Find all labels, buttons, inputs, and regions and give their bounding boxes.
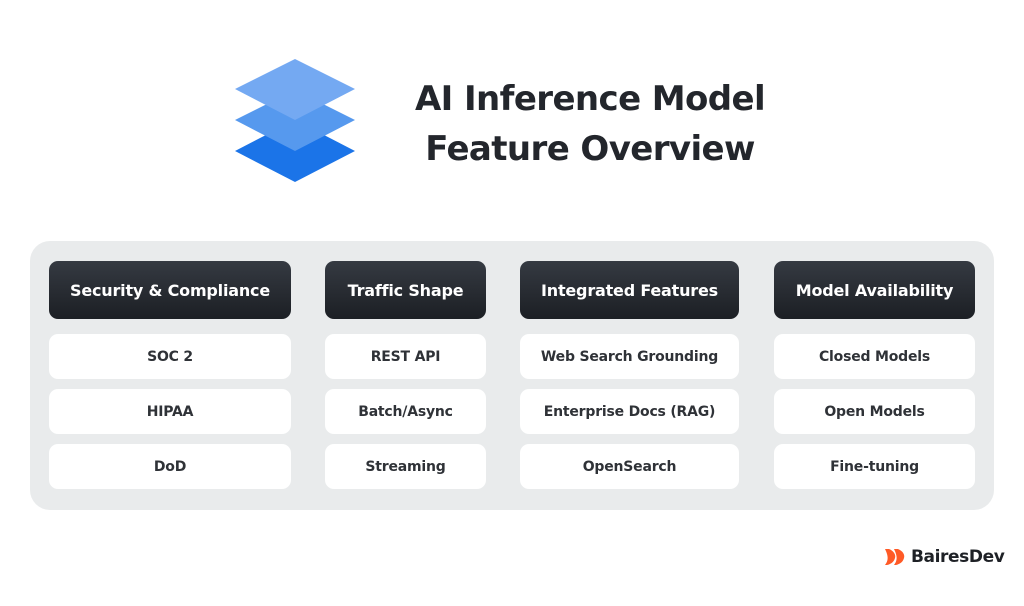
column-traffic-shape: Traffic Shape REST API Batch/Async Strea…: [325, 261, 486, 489]
feature-item: Streaming: [325, 444, 486, 489]
feature-item: HIPAA: [49, 389, 291, 434]
feature-item: REST API: [325, 334, 486, 379]
bairesdev-logo-icon: [885, 549, 905, 565]
column-header: Security & Compliance: [49, 261, 291, 319]
feature-item: DoD: [49, 444, 291, 489]
page-title: AI Inference Model Feature Overview: [400, 74, 780, 174]
feature-item: Open Models: [774, 389, 975, 434]
feature-item: Enterprise Docs (RAG): [520, 389, 739, 434]
column-header: Model Availability: [774, 261, 975, 319]
column-header: Traffic Shape: [325, 261, 486, 319]
feature-item: SOC 2: [49, 334, 291, 379]
feature-item: Closed Models: [774, 334, 975, 379]
column-integrated-features: Integrated Features Web Search Grounding…: [520, 261, 739, 489]
column-model-availability: Model Availability Closed Models Open Mo…: [774, 261, 975, 489]
brand-logo: BairesDev: [884, 545, 1005, 569]
title-line-1: AI Inference Model: [414, 79, 766, 119]
title-line-2: Feature Overview: [425, 129, 755, 169]
feature-item: Web Search Grounding: [520, 334, 739, 379]
column-security-compliance: Security & Compliance SOC 2 HIPAA DoD: [49, 261, 291, 489]
feature-item: OpenSearch: [520, 444, 739, 489]
feature-item: Fine-tuning: [774, 444, 975, 489]
column-header: Integrated Features: [520, 261, 739, 319]
layers-icon: [235, 59, 355, 182]
feature-item: Batch/Async: [325, 389, 486, 434]
brand-name: BairesDev: [911, 547, 1005, 567]
